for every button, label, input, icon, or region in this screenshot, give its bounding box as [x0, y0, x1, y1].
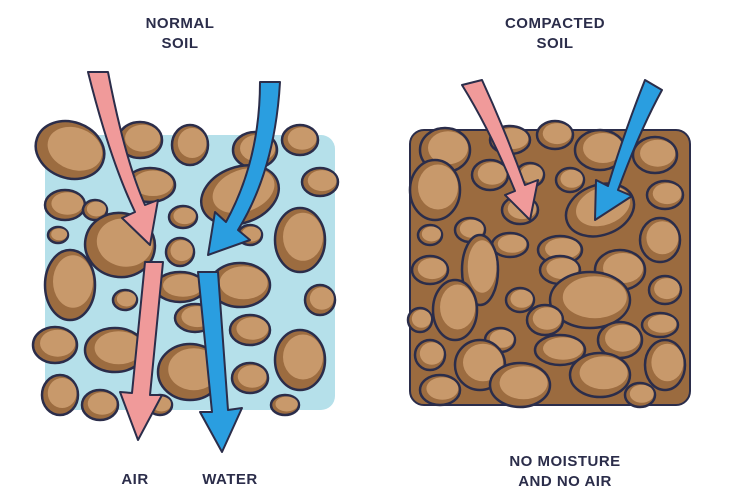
stone	[535, 119, 575, 151]
air-arrow-icon	[119, 261, 164, 441]
title-line: SOIL	[536, 35, 574, 52]
title-line: NORMAL	[145, 15, 215, 32]
stone	[631, 135, 679, 175]
stone	[80, 388, 120, 422]
compacted-caption: NO MOISTURE AND NO AIR	[470, 452, 660, 492]
title-line: COMPACTED	[504, 15, 606, 32]
stone	[431, 278, 479, 342]
normal-soil-stones	[31, 119, 340, 422]
stone	[40, 373, 80, 417]
water-label: WATER	[202, 471, 258, 488]
stone	[568, 351, 632, 399]
stone	[645, 179, 685, 211]
stone	[300, 166, 340, 198]
stone	[408, 158, 462, 222]
stone	[236, 223, 264, 247]
stone	[418, 373, 462, 407]
stone	[167, 204, 199, 230]
stone	[43, 188, 87, 222]
stone	[111, 288, 139, 312]
stone	[208, 261, 272, 309]
caption-line: NO MOISTURE	[509, 453, 621, 470]
stone	[488, 361, 552, 409]
stone	[230, 361, 270, 395]
title-line: SOIL	[161, 35, 199, 52]
flow-arrows	[87, 71, 663, 453]
stone	[453, 216, 487, 244]
compacted-soil-stones	[406, 119, 687, 409]
stone	[31, 325, 79, 365]
stone	[525, 303, 565, 337]
air-label: AIR	[121, 471, 149, 488]
water-arrow-icon	[197, 271, 243, 453]
caption-line: AND NO AIR	[518, 473, 612, 490]
air-arrow-icon	[87, 71, 159, 246]
stone	[638, 216, 682, 264]
stone	[623, 381, 657, 409]
stone	[273, 328, 327, 392]
water-arrow-icon	[207, 81, 281, 256]
water-arrow-icon	[594, 79, 663, 221]
stone	[164, 236, 196, 268]
stone	[416, 223, 444, 247]
stone	[269, 393, 301, 417]
stone	[490, 231, 530, 259]
stone	[303, 283, 337, 317]
stone	[34, 119, 106, 181]
stone	[228, 313, 272, 347]
air-arrow-icon	[461, 79, 539, 221]
stone	[504, 286, 536, 314]
stone	[596, 320, 644, 360]
stone	[280, 123, 320, 157]
stone	[643, 338, 687, 392]
compacted-soil-title: COMPACTED SOIL	[480, 14, 630, 54]
stone	[647, 274, 683, 306]
stone	[81, 198, 109, 222]
stone	[273, 206, 327, 274]
stone	[548, 270, 632, 330]
stone	[554, 166, 586, 194]
stone	[410, 254, 450, 286]
stone	[46, 225, 70, 245]
stone	[640, 311, 680, 339]
stone	[170, 123, 210, 167]
stone	[573, 128, 627, 172]
stone	[406, 306, 434, 334]
stone	[153, 270, 207, 304]
stone	[533, 333, 587, 367]
normal-soil-title: NORMAL SOIL	[120, 14, 240, 54]
stone	[413, 338, 447, 372]
stone	[43, 248, 97, 322]
